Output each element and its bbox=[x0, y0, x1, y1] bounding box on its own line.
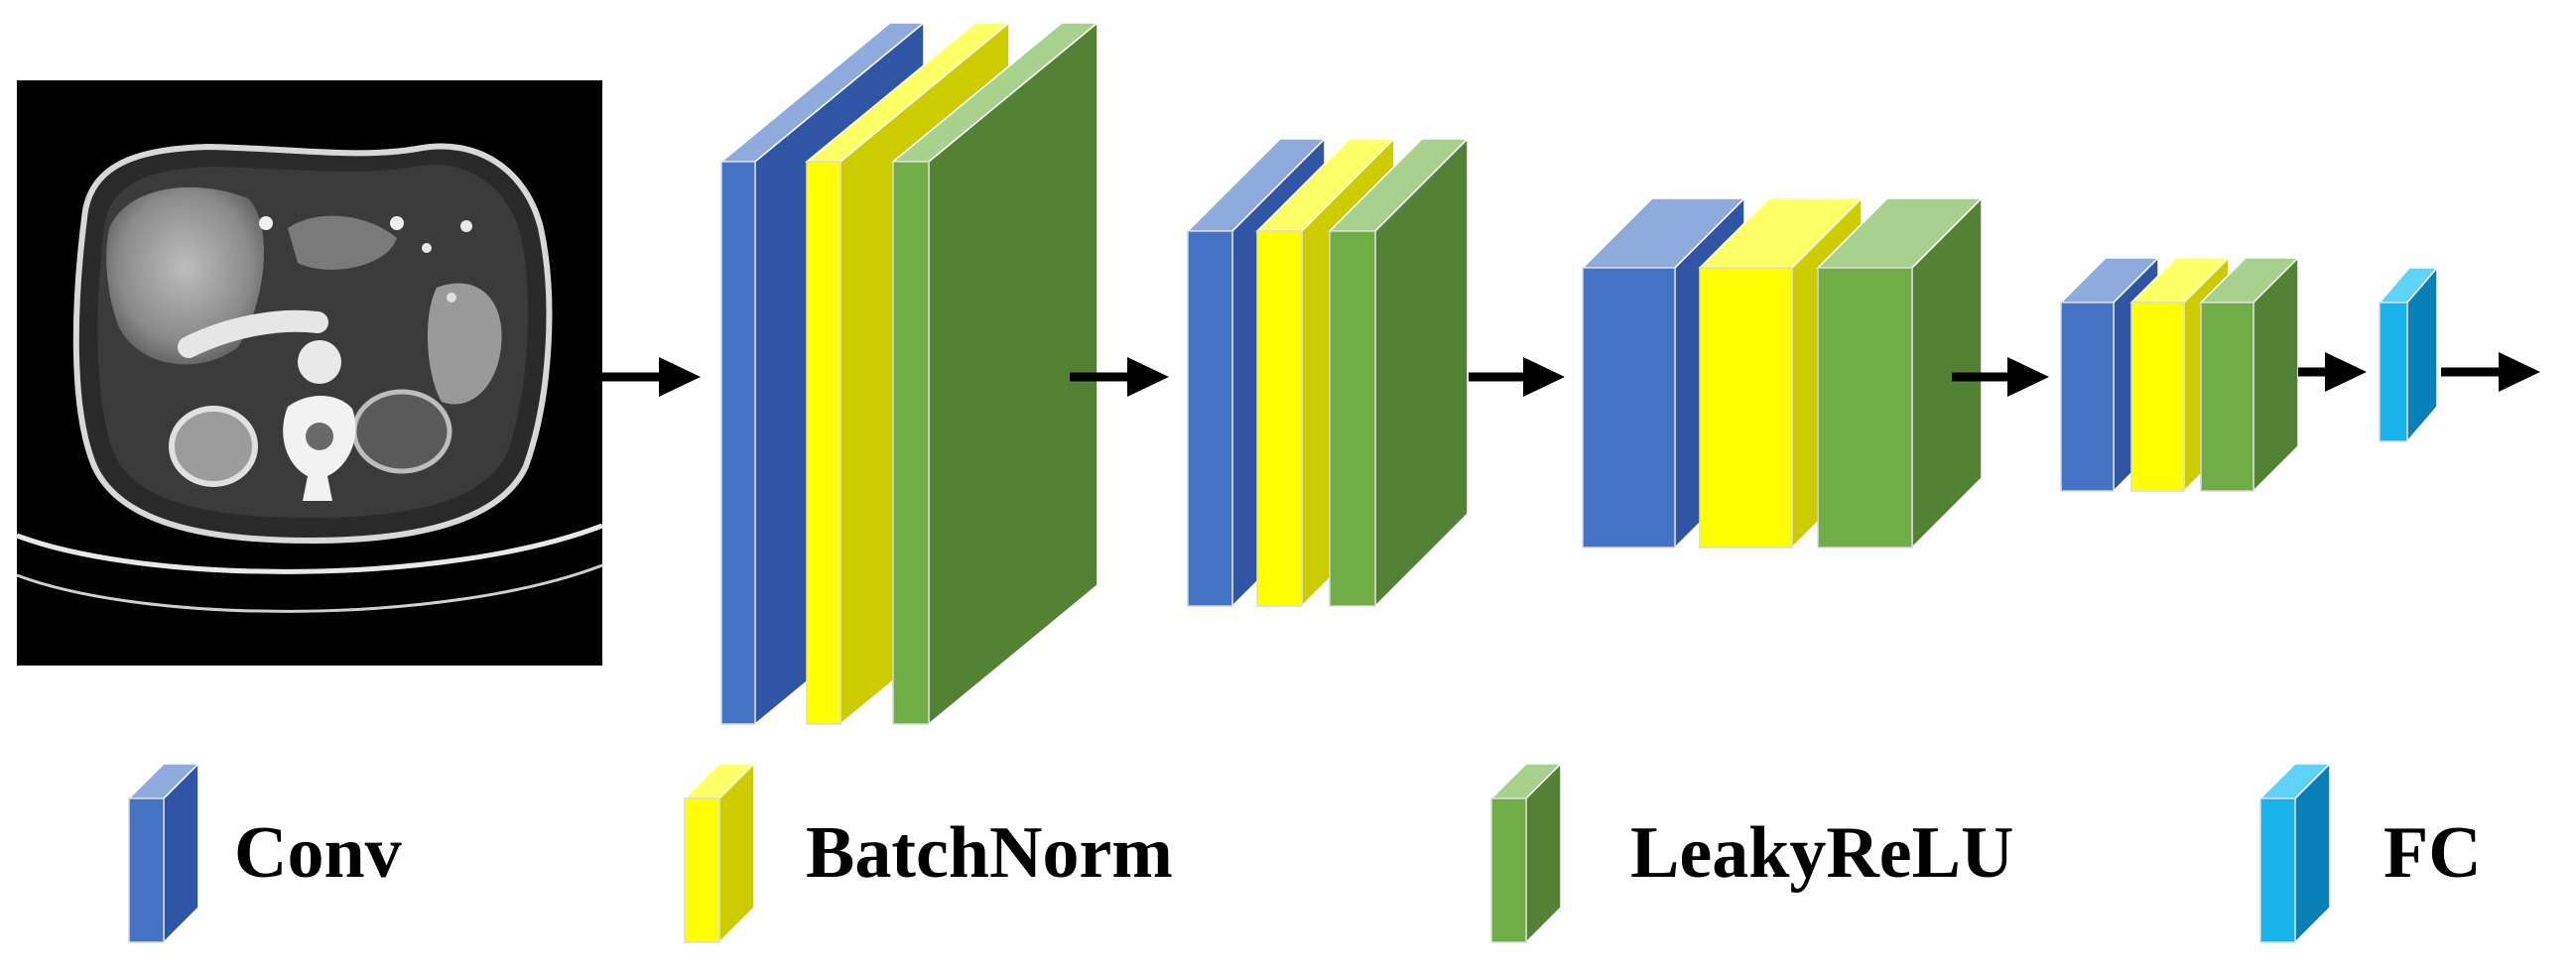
legend-icon-leakyrelu bbox=[1489, 762, 1563, 944]
stage3-leakyrelu-block-front bbox=[1817, 267, 1913, 548]
flow-arrows bbox=[602, 352, 2540, 397]
arrow-stage3-to-stage4 bbox=[1952, 357, 2049, 397]
network-layers bbox=[718, 21, 2439, 726]
stage1-batchnorm-block-front bbox=[806, 161, 841, 725]
arrow-input-to-stage1 bbox=[602, 357, 701, 397]
legend-label-batchnorm: BatchNorm bbox=[806, 812, 1173, 894]
stage2-leakyrelu-block-front bbox=[1329, 230, 1376, 607]
legend-label-leakyrelu: LeakyReLU bbox=[1630, 812, 2014, 894]
stage1-leakyrelu-block-front bbox=[892, 161, 930, 725]
stage3-conv-block-front bbox=[1582, 267, 1676, 548]
fc-block-front bbox=[2379, 302, 2408, 442]
ct-scan-image bbox=[16, 80, 603, 666]
legend-icon-conv-front bbox=[128, 797, 165, 943]
legend-icon-fc bbox=[2258, 762, 2332, 944]
stage1-leakyrelu-block bbox=[890, 21, 1100, 726]
arrow-stage2-to-stage3 bbox=[1469, 357, 1565, 397]
stage4-leakyrelu-block-front bbox=[2200, 302, 2254, 492]
legend-icon-batchnorm-front bbox=[684, 797, 720, 943]
legend-icon-leakyrelu-front bbox=[1490, 797, 1527, 943]
legend-icon-fc-front bbox=[2259, 797, 2296, 943]
stage2-conv-block-front bbox=[1187, 230, 1233, 607]
stage4-leakyrelu-block bbox=[2199, 256, 2300, 493]
legend-icons bbox=[127, 762, 2332, 944]
stage1-conv-block-front bbox=[720, 161, 756, 725]
arrow-stage1-to-stage2 bbox=[1070, 357, 1169, 397]
arrow-fc-output bbox=[2441, 352, 2540, 392]
legend-label-conv: Conv bbox=[234, 812, 402, 894]
stage2-leakyrelu-block bbox=[1328, 137, 1470, 608]
stage3-batchnorm-block-front bbox=[1699, 267, 1793, 548]
legend-icon-batchnorm bbox=[683, 762, 756, 944]
legend-icon-conv bbox=[127, 762, 200, 944]
stage4-batchnorm-block-front bbox=[2130, 302, 2185, 492]
stage2-batchnorm-block-front bbox=[1256, 230, 1303, 607]
stage4-conv-block-front bbox=[2060, 302, 2115, 492]
stage3-leakyrelu-block bbox=[1816, 196, 1984, 549]
fc-block bbox=[2378, 265, 2439, 444]
arrow-stage4-to-fc bbox=[2298, 352, 2367, 392]
legend-label-fc: FC bbox=[2383, 812, 2482, 894]
